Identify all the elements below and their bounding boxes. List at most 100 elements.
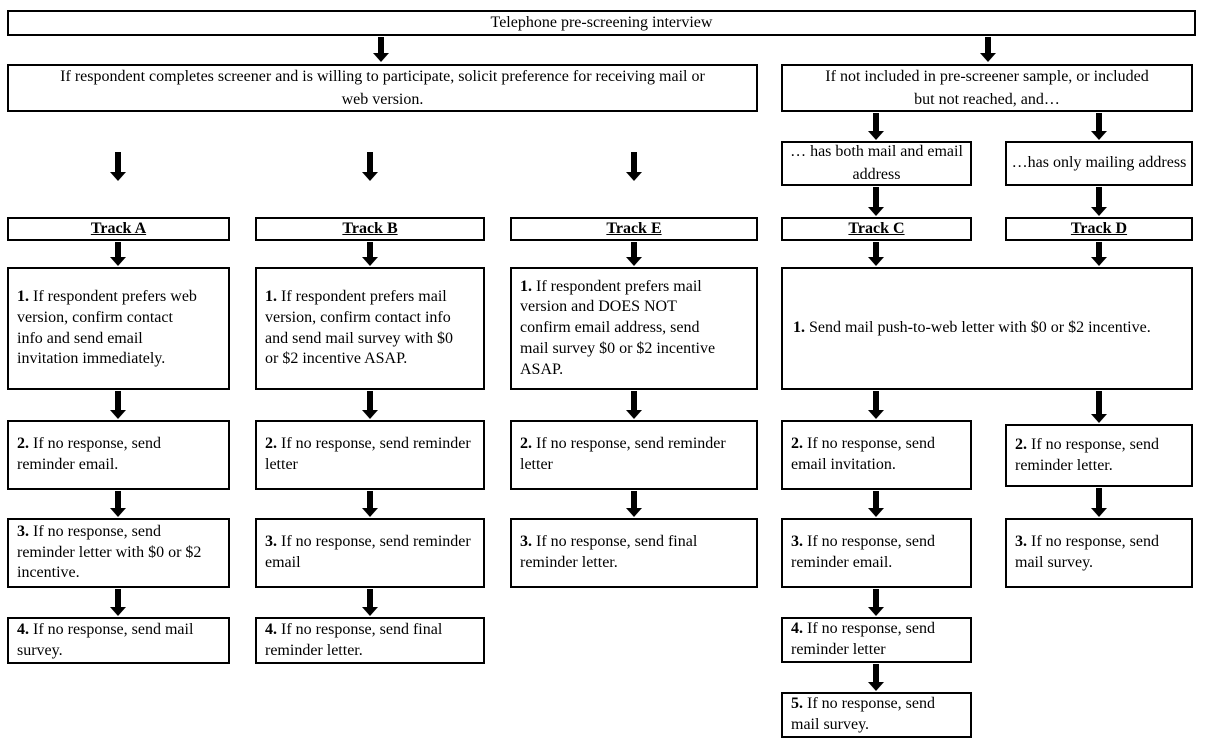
step-text: If no response, send mail survey. xyxy=(791,695,935,733)
step-number: 4. xyxy=(791,620,803,638)
step-number: 3. xyxy=(520,533,532,551)
track-e-step-2: 2. If no response, send reminder letter xyxy=(510,420,758,490)
step-text: If respondent prefers mail version and D… xyxy=(520,277,716,378)
track-a-label: Track A xyxy=(90,219,147,237)
track-b-step-2: 2. If no response, send reminder letter xyxy=(255,420,485,490)
step-text: If no response, send reminder letter wit… xyxy=(17,522,202,582)
arrow-title-to-left-branch xyxy=(373,37,389,62)
left-branch-box: If respondent completes screener and is … xyxy=(7,64,758,112)
arrow-track-b-header-to-step-1 xyxy=(362,242,378,266)
track-c-label: Track C xyxy=(848,219,905,237)
step-number: 3. xyxy=(1015,533,1027,551)
arrow-b2-to-b3 xyxy=(362,491,378,517)
step-text: If no response, send reminder letter. xyxy=(1015,435,1159,474)
arrow-d2-to-d3 xyxy=(1091,488,1107,517)
track-a-step-3: 3. If no response, send reminder letter … xyxy=(7,518,230,588)
track-b-step-1: 1. If respondent prefers mail version, c… xyxy=(255,267,485,390)
step-text: If respondent prefers mail version, conf… xyxy=(265,287,453,368)
step-text: If no response, send mail survey. xyxy=(1015,533,1159,571)
arrow-c4-to-c5 xyxy=(868,664,884,691)
track-a-step-2: 2. If no response, send reminder email. xyxy=(7,420,230,490)
step-number: 2. xyxy=(791,435,803,453)
title-box: Telephone pre-screening interview xyxy=(7,10,1196,36)
step-number: 1. xyxy=(265,287,277,305)
arrow-b3-to-b4 xyxy=(362,589,378,616)
left-branch-text: If respondent completes screener and is … xyxy=(60,67,705,108)
right-branch-box: If not included in pre-screener sample, … xyxy=(781,64,1193,112)
step-number: 1. xyxy=(17,287,29,305)
arrow-e1-to-e2 xyxy=(626,391,642,419)
arrow-condition-mail-only-to-track-d xyxy=(1091,187,1107,216)
condition-both-box: … has both mail and email address xyxy=(781,141,972,186)
step-number: 2. xyxy=(1015,435,1027,453)
track-d-step-3: 3. If no response, send mail survey. xyxy=(1005,518,1193,588)
step-text: If respondent prefers web version, confi… xyxy=(17,287,197,368)
arrow-left-branch-to-track-e xyxy=(626,152,642,181)
arrow-track-a-header-to-step-1 xyxy=(110,242,126,266)
track-e-step-3: 3. If no response, send final reminder l… xyxy=(510,518,758,588)
track-cd-shared-step-1: 1. Send mail push-to-web letter with $0 … xyxy=(781,267,1193,390)
track-c-header: Track C xyxy=(781,217,972,241)
arrow-track-d-header-to-step-1 xyxy=(1091,242,1107,266)
arrow-a2-to-a3 xyxy=(110,491,126,517)
track-b-header: Track B xyxy=(255,217,485,241)
condition-mail-only-text: …has only mailing address xyxy=(1011,154,1187,172)
arrow-condition-both-to-track-c xyxy=(868,187,884,216)
step-number: 3. xyxy=(17,522,29,540)
arrow-c2-to-c3 xyxy=(868,491,884,517)
condition-both-text: … has both mail and email address xyxy=(790,143,963,183)
step-number: 2. xyxy=(520,435,532,453)
track-c-step-3: 3. If no response, send reminder email. xyxy=(781,518,972,588)
arrow-left-branch-to-track-b xyxy=(362,152,378,181)
track-d-label: Track D xyxy=(1070,219,1128,237)
step-text: If no response, send email invitation. xyxy=(791,435,935,473)
step-text: If no response, send final reminder lett… xyxy=(520,533,698,571)
step-number: 3. xyxy=(791,533,803,551)
arrow-b1-to-b2 xyxy=(362,391,378,419)
step-number: 2. xyxy=(17,435,29,453)
right-branch-text: If not included in pre-screener sample, … xyxy=(825,67,1149,108)
step-text: If no response, send reminder email. xyxy=(17,435,161,473)
page-title: Telephone pre-screening interview xyxy=(490,13,713,31)
step-number: 3. xyxy=(265,533,277,551)
track-e-label: Track E xyxy=(606,219,662,237)
step-text: If no response, send reminder letter xyxy=(520,435,726,473)
arrow-e2-to-e3 xyxy=(626,491,642,517)
track-c-step-2: 2. If no response, send email invitation… xyxy=(781,420,972,490)
step-text: If no response, send final reminder lett… xyxy=(265,620,443,659)
track-b-step-4: 4. If no response, send final reminder l… xyxy=(255,617,485,664)
arrow-right-branch-to-condition-mail-only xyxy=(1091,113,1107,140)
step-number: 5. xyxy=(791,695,803,713)
step-number: 2. xyxy=(265,435,277,453)
step-number: 4. xyxy=(265,620,277,638)
track-a-step-1: 1. If respondent prefers web version, co… xyxy=(7,267,230,390)
step-number: 1. xyxy=(520,277,532,295)
step-text: If no response, send reminder letter xyxy=(265,435,471,473)
arrow-c3-to-c4 xyxy=(868,589,884,616)
step-number: 4. xyxy=(17,620,29,638)
track-d-header: Track D xyxy=(1005,217,1193,241)
track-c-step-5: 5. If no response, send mail survey. xyxy=(781,692,972,738)
arrow-track-c-header-to-step-1 xyxy=(868,242,884,266)
arrow-right-branch-to-condition-both xyxy=(868,113,884,140)
arrow-a3-to-a4 xyxy=(110,589,126,616)
condition-mail-only-box: …has only mailing address xyxy=(1005,141,1193,186)
step-number: 1. xyxy=(793,319,805,337)
track-a-header: Track A xyxy=(7,217,230,241)
arrow-cd1-to-d2 xyxy=(1091,391,1107,423)
track-e-step-1: 1. If respondent prefers mail version an… xyxy=(510,267,758,390)
arrow-title-to-right-branch xyxy=(980,37,996,62)
arrow-left-branch-to-track-a xyxy=(110,152,126,181)
step-text: If no response, send reminder email xyxy=(265,533,471,571)
step-text: If no response, send mail survey. xyxy=(17,620,194,659)
step-text: Send mail push-to-web letter with $0 or … xyxy=(809,319,1151,337)
arrow-cd1-to-c2 xyxy=(868,391,884,419)
track-b-step-3: 3. If no response, send reminder email xyxy=(255,518,485,588)
step-text: If no response, send reminder email. xyxy=(791,533,935,571)
track-c-step-4: 4. If no response, send reminder letter xyxy=(781,617,972,663)
track-d-step-2: 2. If no response, send reminder letter. xyxy=(1005,424,1193,487)
arrow-track-e-header-to-step-1 xyxy=(626,242,642,266)
track-e-header: Track E xyxy=(510,217,758,241)
step-text: If no response, send reminder letter xyxy=(791,620,935,658)
